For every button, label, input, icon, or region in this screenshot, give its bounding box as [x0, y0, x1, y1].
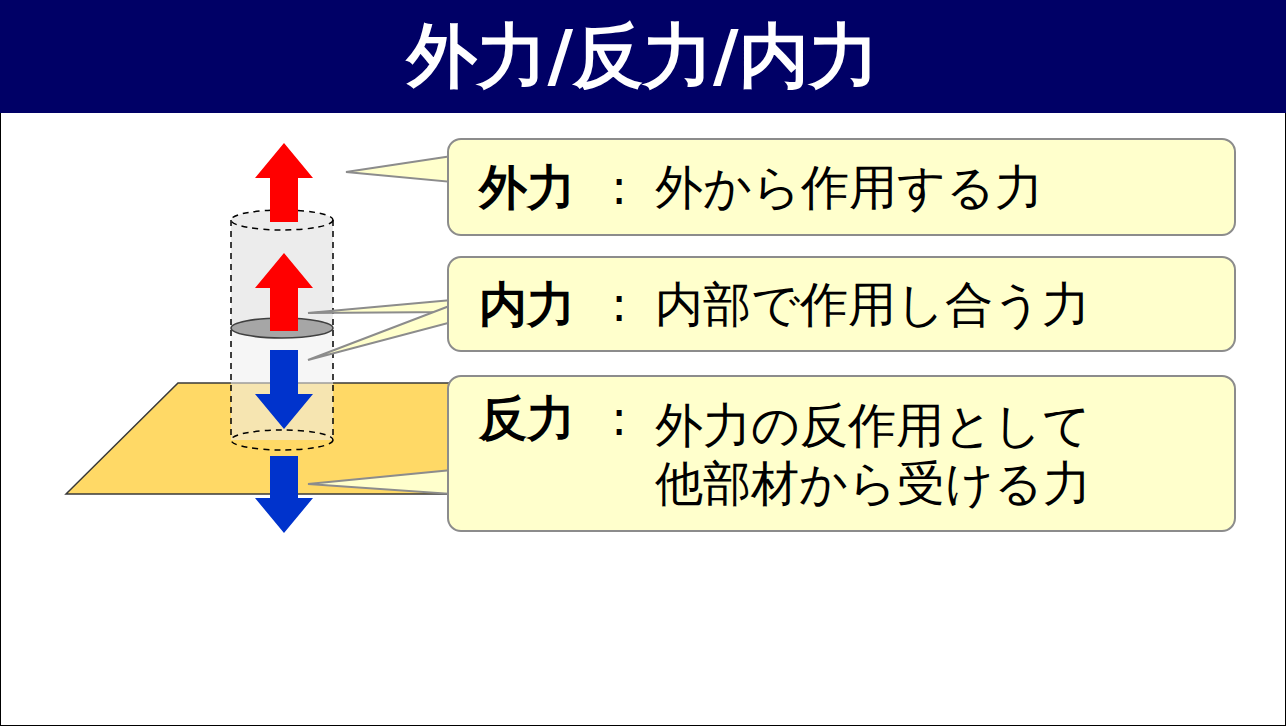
separator: : — [611, 389, 627, 447]
definition-text: 外力の反作用として 他部材から受ける力 — [655, 396, 1106, 512]
term-label: 外力 — [479, 158, 575, 216]
separator: : — [611, 275, 627, 333]
callout-tail — [308, 470, 452, 494]
callout-box: 内力: 内部で作用し合う力 — [447, 256, 1236, 352]
separator: : — [611, 158, 627, 216]
definition-text: 内部で作用し合う力 — [655, 275, 1090, 333]
external-force-arrow — [255, 143, 313, 222]
term-label: 内力 — [479, 275, 575, 333]
term-label: 反力 — [479, 389, 575, 447]
callout-tail — [308, 305, 452, 360]
slide-title: 外力/反力/内力 — [0, 0, 1286, 113]
internal-force-arrow — [255, 253, 313, 331]
definition-text: 外から作用する力 — [655, 158, 1043, 216]
cylinder-bottom — [231, 430, 333, 450]
reaction-force-arrow — [255, 456, 313, 533]
callout-tail — [346, 156, 452, 182]
callout-box: 外力: 外から作用する力 — [447, 138, 1236, 236]
callout-tail — [308, 300, 452, 313]
cylinder-lower — [231, 328, 333, 440]
internal-force-arrow — [255, 350, 313, 429]
callout-box: 反力: 外力の反作用として 他部材から受ける力 — [447, 375, 1236, 532]
